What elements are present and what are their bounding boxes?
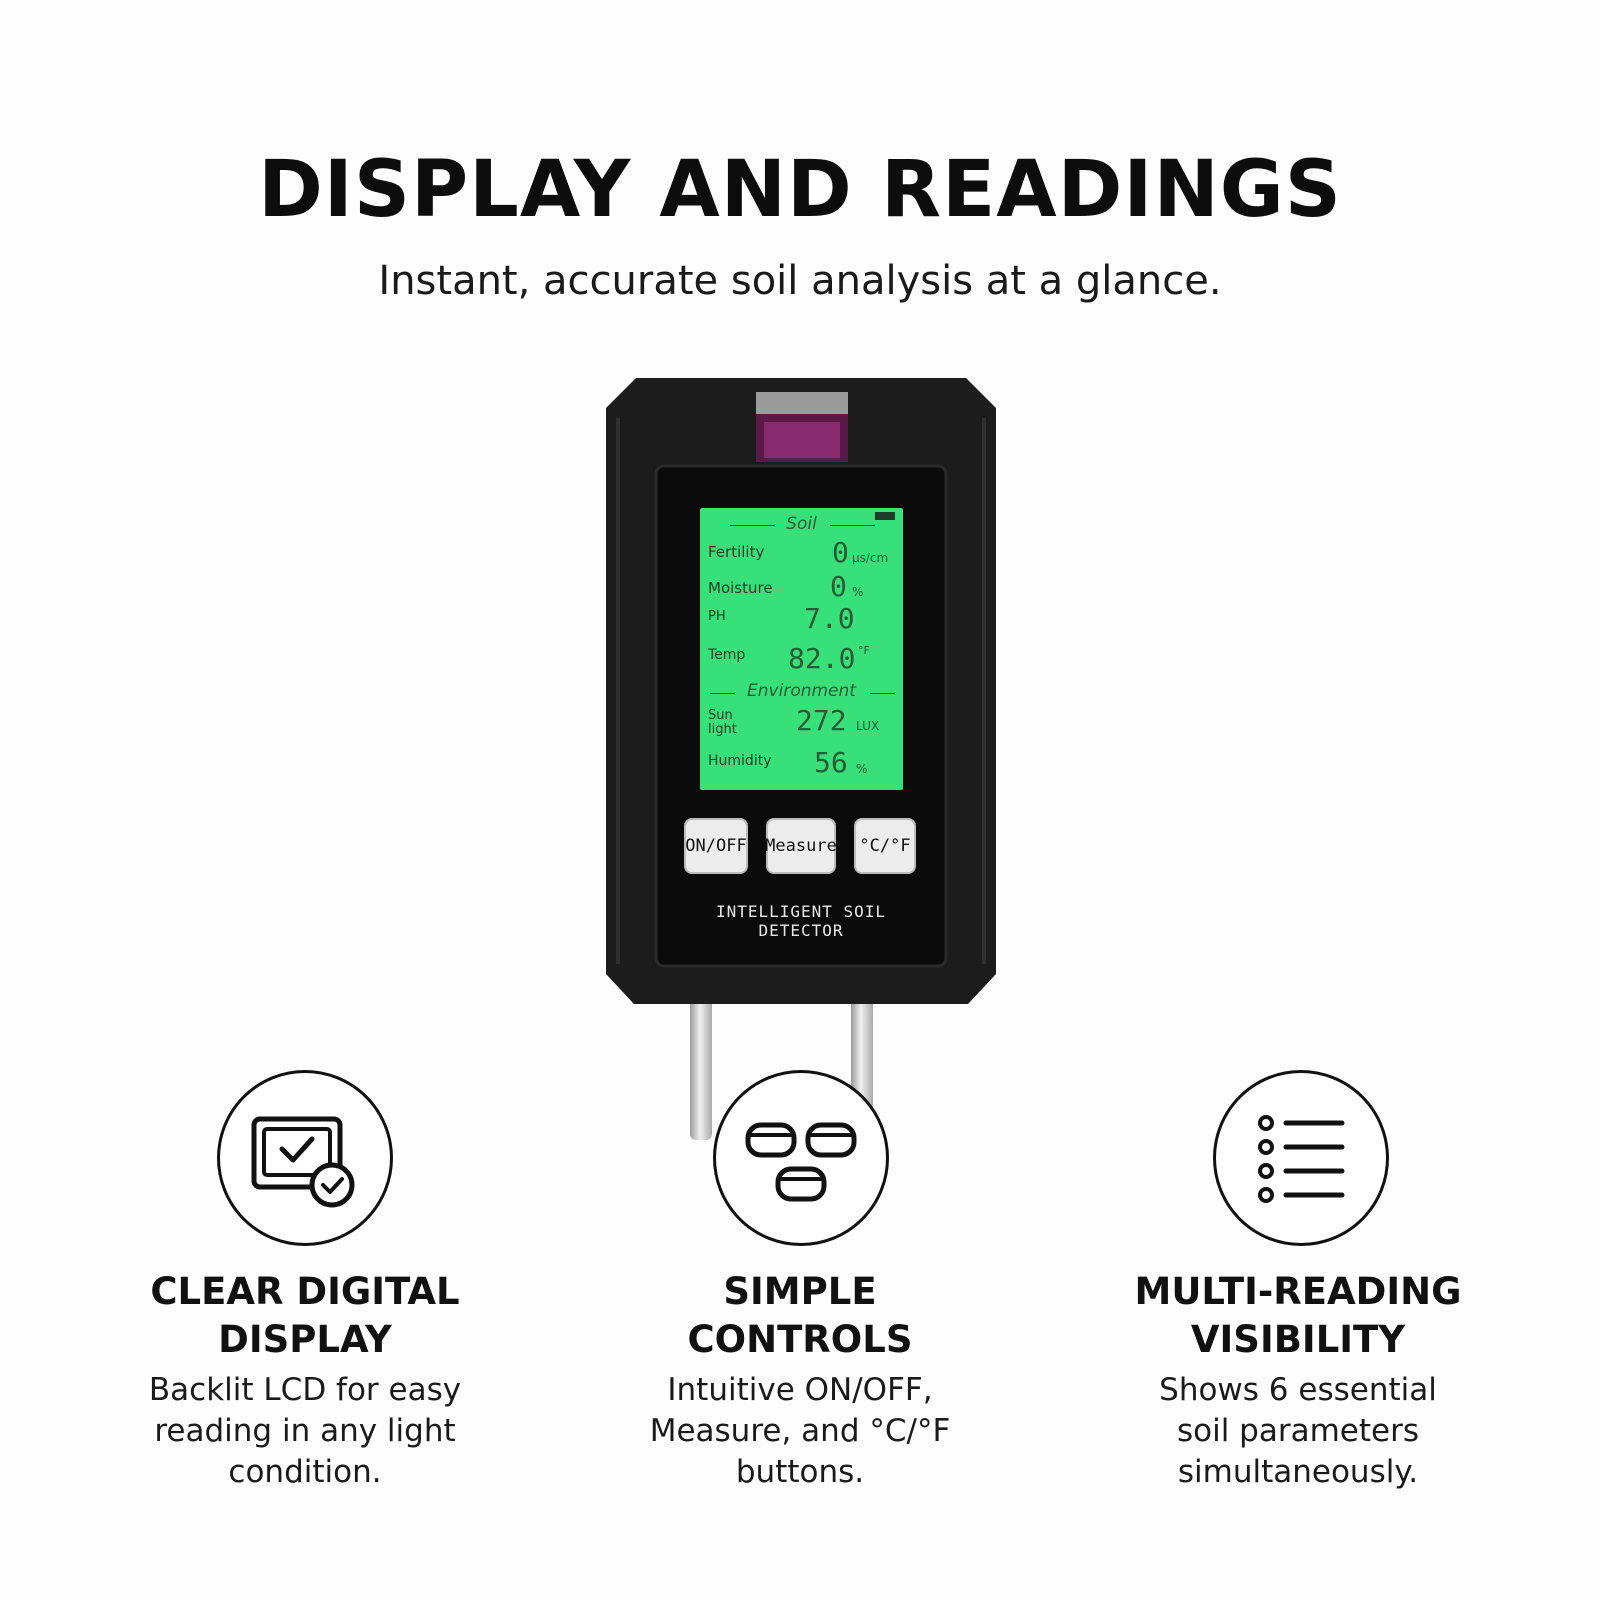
lcd-value-temp: 82.0: [788, 642, 856, 675]
unit-toggle-button[interactable]: °C/°F: [854, 818, 916, 874]
buttons-icon: [713, 1070, 889, 1246]
lcd-label-moisture: Moisture: [708, 579, 773, 597]
lcd-unit-moisture: %: [852, 585, 864, 599]
lcd-label-temp: Temp: [708, 647, 746, 663]
lcd-label-ph: PH: [708, 609, 726, 624]
lcd-screen: Soil Fertility 0 μs/cm Moisture 0 % PH 7…: [700, 508, 903, 790]
measure-button[interactable]: Measure: [765, 818, 837, 874]
lcd-section-environment: Environment: [747, 681, 856, 701]
lcd-label-fertility: Fertility: [708, 543, 765, 561]
on-off-button[interactable]: ON/OFF: [684, 818, 748, 874]
lcd-value-humidity: 56: [814, 746, 848, 779]
lcd-value-moisture: 0: [830, 570, 847, 603]
page-title: DISPLAY AND READINGS: [258, 145, 1342, 235]
lcd-label-sunlight: Sun light: [708, 708, 737, 737]
lcd-unit-humidity: %: [856, 762, 868, 776]
list-icon: [1213, 1070, 1389, 1246]
lcd-section-soil: Soil: [786, 514, 817, 534]
lcd-label-humidity: Humidity: [708, 753, 772, 769]
lcd-unit-temp: °F: [858, 644, 870, 657]
lcd-value-ph: 7.0: [804, 602, 855, 635]
device-brand-label: INTELLIGENT SOIL DETECTOR: [715, 902, 887, 940]
battery-icon: [875, 512, 895, 520]
display-check-icon: [217, 1070, 393, 1246]
lcd-unit-fertility: μs/cm: [852, 551, 889, 565]
page-subtitle: Instant, accurate soil analysis at a gla…: [378, 258, 1222, 304]
lcd-value-sunlight: 272: [796, 704, 847, 737]
probe-left: [690, 990, 712, 1140]
lcd-unit-sunlight: LUX: [856, 719, 880, 733]
soil-detector-device: Soil Fertility 0 μs/cm Moisture 0 % PH 7…: [606, 378, 996, 1004]
lcd-value-fertility: 0: [832, 536, 849, 569]
